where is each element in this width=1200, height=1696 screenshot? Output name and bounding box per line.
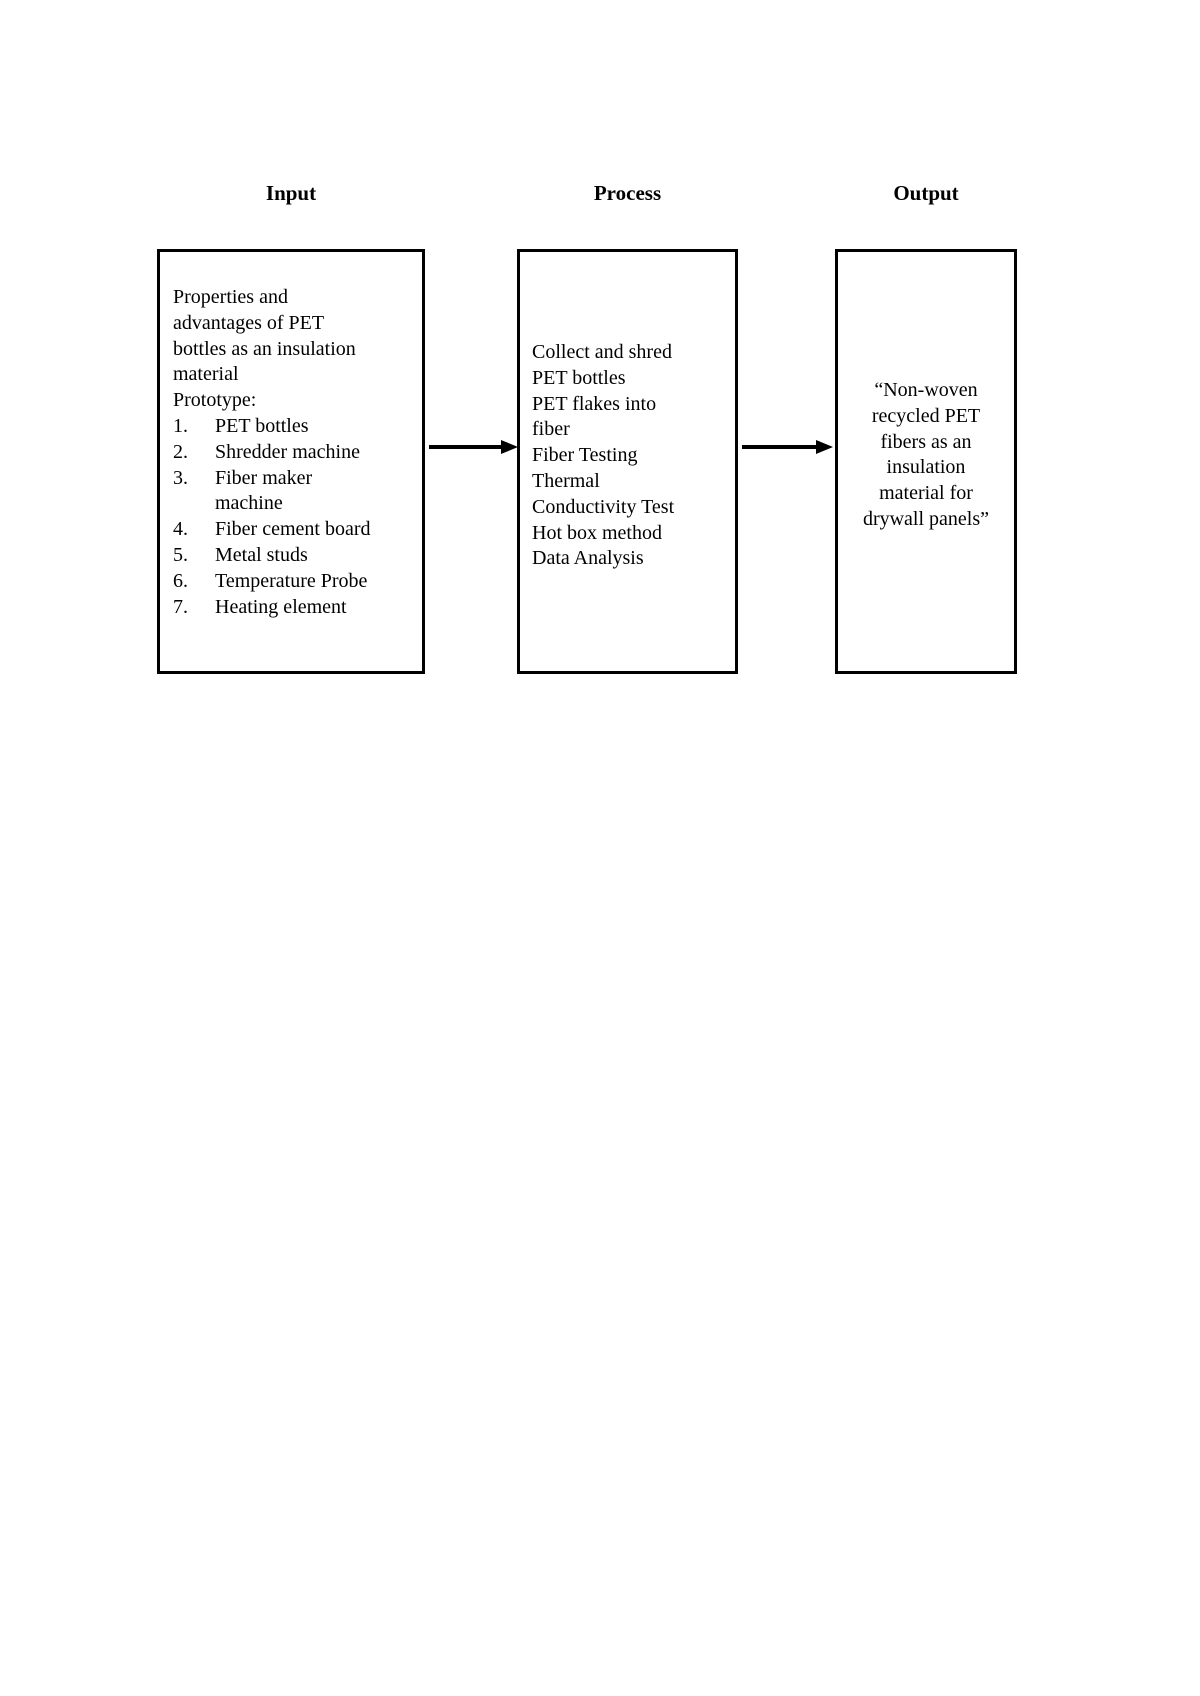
arrow-input-to-process-icon (429, 440, 518, 454)
text-line: Conductivity Test (532, 495, 675, 518)
text-line: material for (879, 482, 973, 505)
arrow-process-to-output-icon (742, 440, 833, 454)
list-item: 6. Temperature Probe (173, 569, 418, 595)
list-item-label: Fiber cement board (215, 518, 371, 541)
list-item-label: Temperature Probe (215, 569, 368, 592)
list-item: 4. Fiber cement board (173, 517, 418, 543)
input-intro-text: Properties and advantages of PET bottles… (173, 285, 418, 414)
text-line: Hot box method (532, 521, 662, 544)
list-item: 7. Heating element (173, 595, 418, 621)
text-line: fiber (532, 418, 570, 441)
column-header-output: Output (893, 181, 959, 205)
list-item: 2. Shredder machine (173, 440, 418, 466)
list-item-label: Shredder machine (215, 440, 360, 463)
text-line: PET bottles (532, 366, 626, 389)
text-line: Collect and shred (532, 341, 672, 363)
text-line: Fiber Testing (532, 444, 638, 467)
input-box: Properties and advantages of PET bottles… (157, 249, 425, 674)
list-item-label: Metal studs (215, 543, 308, 566)
text-line: PET flakes into (532, 392, 657, 415)
text-line: Thermal (532, 469, 600, 492)
list-item: 1. PET bottles (173, 414, 418, 440)
list-item-number: 7. (173, 595, 188, 618)
text-line: advantages of PET (173, 311, 325, 334)
list-item: 5. Metal studs (173, 543, 418, 569)
text-line: material (173, 363, 239, 386)
process-steps-text: Collect and shred PET bottles PET flakes… (532, 340, 731, 572)
text-line: “Non-woven (874, 379, 978, 401)
output-box: “Non-woven recycled PET fibers as an ins… (835, 249, 1017, 674)
column-header-input: Input (265, 181, 317, 205)
list-item-number: 6. (173, 569, 188, 592)
input-prototype-list: 1. PET bottles 2. Shredder machine 3. Fi… (173, 414, 418, 620)
list-item: 3. Fiber maker machine (173, 466, 418, 518)
text-line: Properties and (173, 286, 288, 308)
list-item-label: Heating element (215, 595, 347, 618)
list-item-number: 1. (173, 414, 188, 437)
output-text: “Non-woven recycled PET fibers as an ins… (842, 378, 1010, 533)
text-line: drywall panels” (862, 507, 990, 530)
column-header-process: Process (593, 181, 662, 205)
list-item-label: PET bottles (215, 414, 309, 437)
text-line: Data Analysis (532, 547, 644, 570)
text-line: fibers as an (880, 430, 972, 453)
list-item-number: 4. (173, 518, 188, 541)
list-item-number: 3. (173, 466, 188, 489)
text-line: bottles as an insulation (173, 337, 356, 360)
list-item-label: Fiber maker machine (215, 466, 313, 515)
text-line: insulation (886, 456, 966, 479)
list-item-number: 2. (173, 440, 188, 463)
list-item-number: 5. (173, 543, 188, 566)
text-line: recycled PET (871, 404, 981, 427)
process-box: Collect and shred PET bottles PET flakes… (517, 249, 738, 674)
prototype-label: Prototype: (173, 389, 257, 412)
